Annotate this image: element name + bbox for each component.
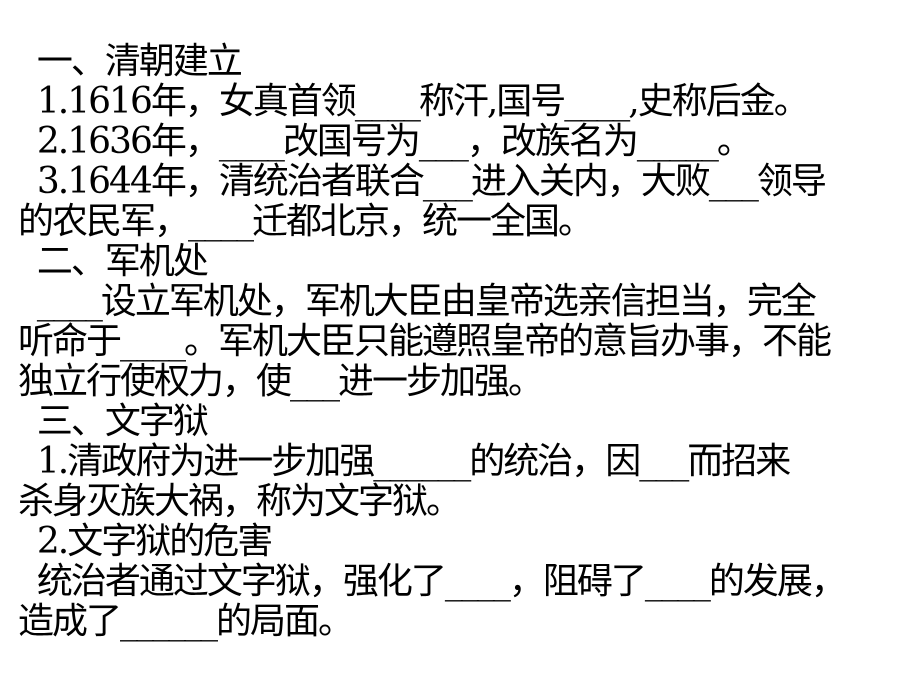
text-line-1: 1.1616年，女真首领____称汗,国号____,史称后金。 [18, 81, 810, 122]
text-line-14: 造成了______的局面。 [18, 601, 354, 642]
text-line-12: 2.文字狱的危害 [18, 521, 273, 562]
text-line-4: 的农民军，____迁都北京，统一全国。 [18, 201, 594, 242]
text-line-3: 3.1644年，清统治者联合___进入关内，大败___领导 [18, 161, 827, 202]
text-line-7: 听命于____。军机大臣只能遵照皇帝的意旨办事，不能 [18, 321, 832, 362]
text-line-13: 统治者通过文字狱，强化了____，阻碍了____的发展， [18, 561, 847, 602]
text-line-10: 1.清政府为进一步加强______的统治，因___而招来 [18, 441, 791, 482]
heading-grand-council: 二、军机处 [18, 241, 209, 282]
text-line-2: 2.1636年，____改国号为___，改族名为_____。 [18, 121, 753, 162]
text-line-6: ____设立军机处，军机大臣由皇帝选亲信担当，完全 [18, 281, 817, 322]
text-line-8: 独立行使权力，使___进一步加强。 [18, 361, 544, 402]
heading-literary-inquisition: 三、文字狱 [18, 401, 209, 442]
text-line-11: 杀身灭族大祸，称为文字狱。 [18, 481, 462, 522]
heading-qing-founding: 一、清朝建立 [18, 41, 243, 82]
